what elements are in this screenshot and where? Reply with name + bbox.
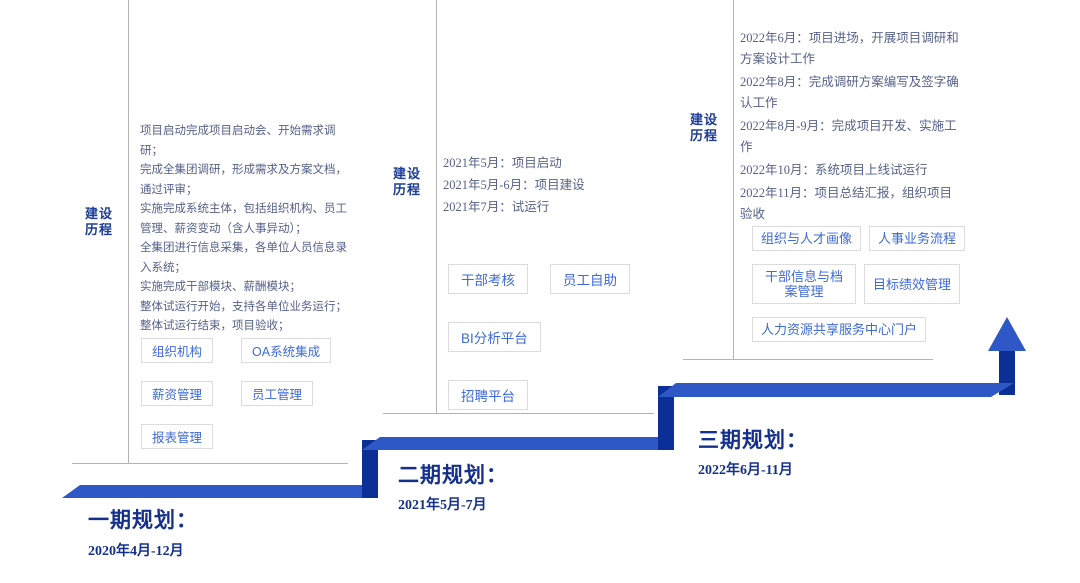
phase1-baseline bbox=[72, 463, 348, 464]
phase2-milestone-list: 2021年5月：项目启动 2021年5月-6月：项目建设 2021年7月：试运行 bbox=[443, 152, 663, 218]
milestone-item: 2022年10月：系统项目上线试运行 bbox=[740, 163, 928, 177]
step3-band bbox=[658, 383, 1014, 397]
milestone-item: 实施完成系统主体，包括组织机构、员工管理、薪资变动（含人事异动）； bbox=[140, 203, 347, 235]
module-tag: 干部信息与档案管理 bbox=[752, 264, 856, 304]
phase1-divider-line bbox=[128, 0, 129, 463]
module-tag: 员工管理 bbox=[241, 381, 314, 406]
milestone-item: 2021年5月-6月：项目建设 bbox=[443, 178, 585, 192]
step2-riser bbox=[658, 386, 674, 450]
milestone-item: 2022年11月：项目总结汇报，组织项目验收 bbox=[740, 186, 953, 221]
milestone-item: 2021年5月：项目启动 bbox=[443, 156, 562, 170]
milestone-item: 2022年6月：项目进场，开展项目调研和方案设计工作 bbox=[740, 31, 959, 66]
phase3-module-tags: 组织与人才画像 人事业务流程 干部信息与档案管理 目标绩效管理 人力资源共享服务… bbox=[752, 226, 984, 342]
module-tag: 人力资源共享服务中心门户 bbox=[752, 317, 927, 342]
milestone-item: 整体试运行开始，支持各单位业务运行； bbox=[140, 300, 347, 313]
phase1-milestone-list: 项目启动完成项目启动会、开始需求调研； 完成全集团调研，形成需求及方案文档，通过… bbox=[140, 122, 352, 337]
step1-riser bbox=[362, 440, 378, 498]
phase1-stage-label: 建设历程 bbox=[84, 206, 113, 237]
milestone-item: 2022年8月：完成调研方案编写及签字确认工作 bbox=[740, 75, 959, 110]
arrow-shaft bbox=[999, 351, 1015, 395]
phase1-module-tags: 组织机构 OA系统集成 薪资管理 员工管理 报表管理 bbox=[141, 338, 347, 449]
phase3-stage-label: 建设历程 bbox=[689, 112, 718, 143]
phase2-stage-label: 建设历程 bbox=[392, 166, 421, 197]
milestone-item: 全集团进行信息采集，各单位人员信息录入系统； bbox=[140, 242, 347, 274]
module-tag: OA系统集成 bbox=[241, 338, 332, 363]
module-tag: 招聘平台 bbox=[448, 380, 528, 410]
module-tag: 干部考核 bbox=[448, 264, 528, 294]
module-tag: BI分析平台 bbox=[448, 322, 541, 352]
milestone-item: 2022年8月-9月：完成项目开发、实施工作 bbox=[740, 119, 957, 154]
milestone-item: 项目启动完成项目启动会、开始需求调研； bbox=[140, 125, 336, 157]
step1-band bbox=[62, 485, 362, 498]
phase2-divider-line bbox=[436, 0, 437, 413]
phase2-date: 2021年5月-7月 bbox=[398, 498, 487, 513]
module-tag: 人事业务流程 bbox=[869, 226, 966, 251]
arrow-head-icon bbox=[988, 317, 1026, 351]
milestone-item: 实施完成干部模块、薪酬模块； bbox=[140, 281, 301, 293]
module-tag: 目标绩效管理 bbox=[864, 264, 961, 304]
phase2-title: 二期规划： bbox=[398, 463, 508, 487]
phase3-divider-line bbox=[733, 0, 734, 359]
phase3-milestone-list: 2022年6月：项目进场，开展项目调研和方案设计工作 2022年8月：完成调研方… bbox=[740, 28, 962, 227]
phase3-title: 三期规划： bbox=[698, 428, 808, 452]
module-tag: 组织与人才画像 bbox=[752, 226, 862, 251]
module-tag: 薪资管理 bbox=[141, 381, 214, 406]
step2-band bbox=[362, 437, 658, 450]
phase1-date: 2020年4月-12月 bbox=[88, 544, 184, 559]
module-tag: 报表管理 bbox=[141, 424, 214, 449]
milestone-item: 完成全集团调研，形成需求及方案文档，通过评审； bbox=[140, 164, 347, 196]
milestone-item: 整体试运行结束，项目验收； bbox=[140, 320, 290, 332]
phase3-date: 2022年6月-11月 bbox=[698, 463, 793, 478]
module-tag: 员工自助 bbox=[550, 264, 630, 294]
phase3-baseline bbox=[683, 359, 933, 360]
milestone-item: 2021年7月：试运行 bbox=[443, 200, 550, 214]
module-tag: 组织机构 bbox=[141, 338, 214, 363]
phase1-title: 一期规划： bbox=[88, 508, 198, 532]
phase2-module-tags: 干部考核 员工自助 BI分析平台 招聘平台 bbox=[448, 264, 634, 410]
phase2-baseline bbox=[383, 413, 654, 414]
